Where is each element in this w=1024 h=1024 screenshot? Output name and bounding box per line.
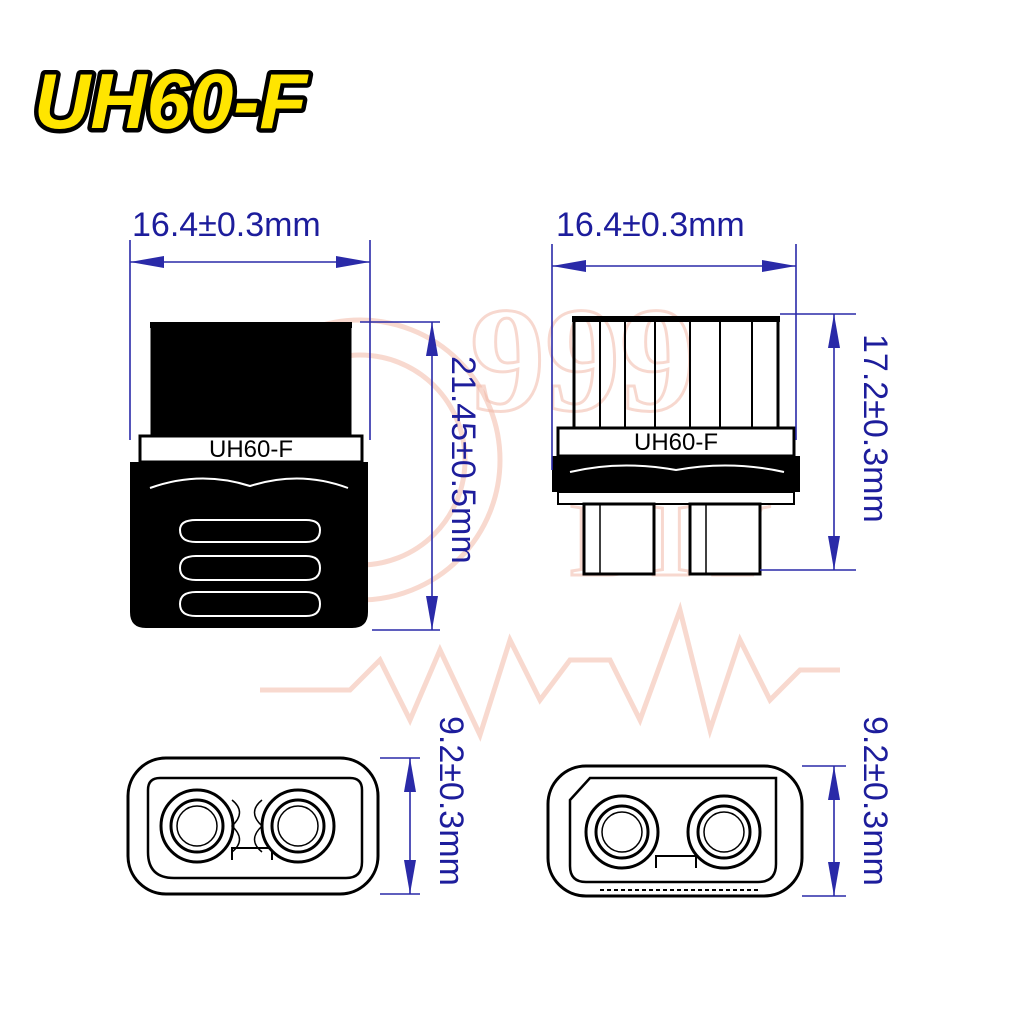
page-title: UH60-F [34,57,309,145]
connector-face-view-right [546,764,804,898]
connector-side-view-left: UH60-F [130,322,368,628]
connector-side-view-right: UH60-F [552,316,800,576]
dimension-left-height: 21.45±0.5mm [360,321,482,631]
dimension-label-left-face-height: 9.2±0.3mm [432,716,470,886]
connector-face-view-left [126,756,380,896]
watermark-number: 999 [470,277,695,443]
dimension-right-width: 16.4±0.3mm [551,206,797,470]
dimension-left-face-height: 9.2±0.3mm [380,716,470,895]
connector-label-right: UH60-F [634,429,718,456]
dimension-left-width: 16.4±0.3mm [129,206,371,440]
dimension-right-face-height: 9.2±0.3mm [802,716,894,897]
dimension-label-right-width: 16.4±0.3mm [556,206,745,244]
dimension-label-right-face-height: 9.2±0.3mm [856,716,894,886]
dimension-label-left-height: 21.45±0.5mm [444,356,482,564]
connector-label-left: UH60-F [209,436,293,463]
watermark-pulse-line [260,601,840,742]
dimension-right-height: 17.2±0.3mm [760,313,894,571]
dimension-label-right-height: 17.2±0.3mm [856,334,894,523]
dimension-label-left-width: 16.4±0.3mm [132,206,321,244]
